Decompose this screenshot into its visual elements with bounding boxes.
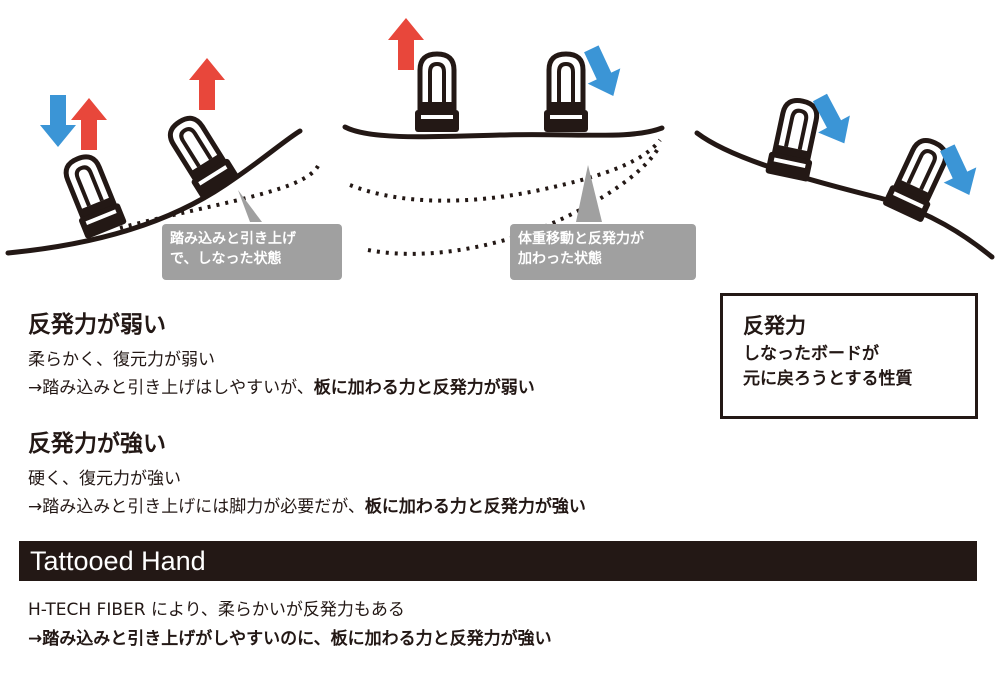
product-name: Tattooed Hand bbox=[30, 546, 206, 576]
binding-icon bbox=[765, 97, 824, 182]
board-middle bbox=[342, 18, 665, 256]
binding-icon bbox=[415, 54, 459, 132]
definition-box: 反発力 しなったボードが 元に戻ろうとする性質 bbox=[720, 293, 978, 419]
binding-icon bbox=[882, 134, 955, 223]
callout-rebound-state: 体重移動と反発力が 加わった状態 bbox=[510, 224, 696, 280]
up-arrow-icon bbox=[388, 18, 424, 70]
strong-rebound-desc: 硬く、復元力が強い bbox=[28, 469, 181, 489]
board-flex-diagram bbox=[5, 18, 995, 260]
callout-line: 踏み込みと引き上げ bbox=[170, 231, 296, 247]
product-result: →踏み込みと引き上げがしやすいのに、板に加わる力と反発力が強い bbox=[28, 629, 552, 649]
product-desc: H-TECH FIBER により、柔らかいが反発力もある bbox=[28, 600, 405, 620]
result-text: →踏み込みと引き上げには脚力が必要だが、 bbox=[28, 497, 365, 517]
callout-line: 加わった状態 bbox=[518, 251, 602, 267]
binding-icon bbox=[57, 151, 127, 240]
board-left bbox=[5, 58, 320, 256]
strong-rebound-result: →踏み込みと引き上げには脚力が必要だが、板に加わる力と反発力が強い bbox=[28, 492, 586, 517]
callout-line: 体重移動と反発力が bbox=[518, 231, 644, 247]
down-arrow-icon bbox=[40, 95, 76, 147]
definition-body: しなったボードが 元に戻ろうとする性質 bbox=[743, 342, 975, 392]
strong-rebound-heading: 反発力が強い bbox=[28, 431, 166, 457]
weak-rebound-result: →踏み込みと引き上げはしやすいが、板に加わる力と反発力が弱い bbox=[28, 373, 535, 398]
binding-icon bbox=[161, 110, 240, 199]
weak-rebound-desc: 柔らかく、復元力が弱い bbox=[28, 350, 215, 370]
up-arrow-icon bbox=[71, 98, 107, 150]
definition-line: しなったボードが bbox=[743, 344, 879, 364]
definition-title: 反発力 bbox=[743, 314, 806, 338]
up-arrow-icon bbox=[189, 58, 225, 110]
definition-line: 元に戻ろうとする性質 bbox=[743, 369, 913, 389]
result-text: →踏み込みと引き上げはしやすいが、 bbox=[28, 378, 314, 398]
result-emphasis: 板に加わる力と反発力が弱い bbox=[313, 378, 535, 398]
callout-bent-state: 踏み込みと引き上げ で、しなった状態 bbox=[162, 224, 342, 280]
result-emphasis: 板に加わる力と反発力が強い bbox=[364, 497, 586, 517]
weak-rebound-heading: 反発力が弱い bbox=[28, 312, 166, 338]
board-right bbox=[694, 89, 995, 260]
product-header-bar: Tattooed Hand bbox=[19, 541, 977, 581]
binding-icon bbox=[544, 54, 588, 132]
callout-line: で、しなった状態 bbox=[170, 251, 282, 267]
